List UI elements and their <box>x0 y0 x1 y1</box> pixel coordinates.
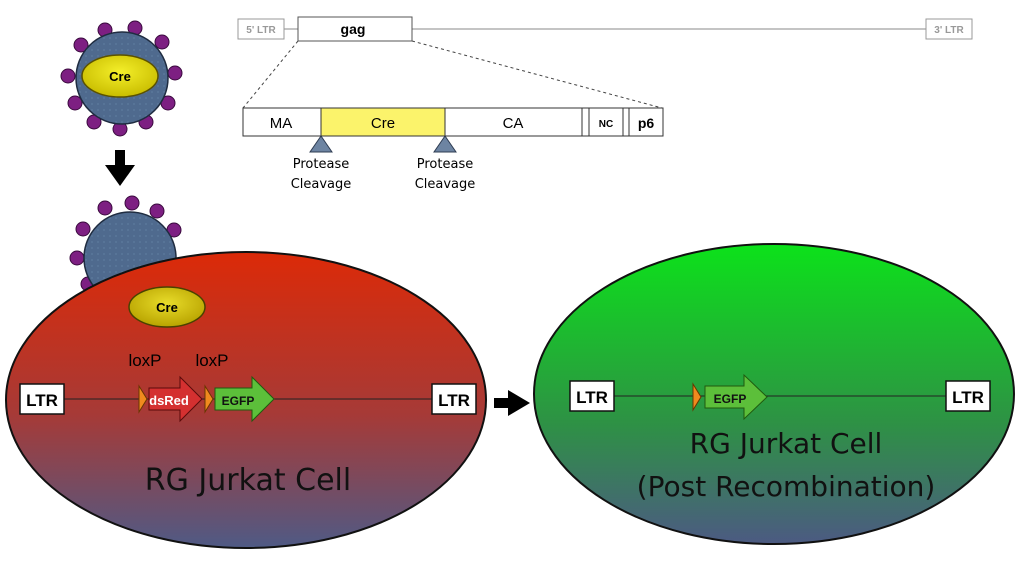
nc-label: NC <box>599 119 613 130</box>
gag-box <box>297 16 413 42</box>
ltr-left-label-a: LTR <box>26 391 58 410</box>
dsred-gene-arrow <box>148 375 203 423</box>
cre-protein-free-label: Cre <box>109 69 131 84</box>
cre-segment <box>320 107 446 137</box>
egfp-gene-arrow-left <box>214 375 275 423</box>
loxp-site-remaining <box>692 382 702 412</box>
ltr3-label: 3' LTR <box>934 25 964 36</box>
cleavage-marker-right <box>433 135 457 153</box>
gag-polyprotein-outline <box>242 107 664 137</box>
ltr5-label: 5' LTR <box>246 25 276 36</box>
virion-free: Cre <box>60 20 183 137</box>
cell-right: LTR LTR EGFP RG Jurkat Cell (Post Recomb… <box>533 243 1015 545</box>
cleavage-right-line2: Cleavage <box>415 177 476 192</box>
ca-label: CA <box>503 115 524 132</box>
cell-right-title-line1: RG Jurkat Cell <box>690 427 883 460</box>
cell-left-title: RG Jurkat Cell <box>145 463 351 498</box>
ltr5-box <box>237 18 285 40</box>
cleavage-left-line2: Cleavage <box>291 177 352 192</box>
ltr-right-box-b <box>945 380 991 412</box>
ltr-left-box-a <box>19 383 65 415</box>
ltr-left-box-b <box>569 380 615 412</box>
loxp-label-2: loxP <box>195 351 228 370</box>
p6-label: p6 <box>638 115 655 131</box>
zoom-line-left <box>242 40 299 109</box>
egfp-label-right: EGFP <box>714 392 747 406</box>
green-jurkat-cell <box>533 243 1015 545</box>
virion-spikes-top <box>60 20 183 137</box>
ltr-right-box-a <box>431 383 477 415</box>
ma-label: MA <box>270 115 293 132</box>
ltr-right-label-a: LTR <box>438 391 470 410</box>
loxp-site-2 <box>204 384 214 414</box>
cre-protein-internal-label: Cre <box>156 300 178 315</box>
cre-protein-internal <box>128 286 206 328</box>
gag-label: gag <box>341 21 366 37</box>
loxp-site-1 <box>138 384 148 414</box>
recombination-arrow <box>494 390 530 416</box>
loxp-label-1: loxP <box>128 351 161 370</box>
cell-right-title-line2: (Post Recombination) <box>637 470 936 503</box>
egfp-label-left: EGFP <box>222 394 255 408</box>
dsred-label: dsRed <box>149 393 189 408</box>
provirus-genome: 5' LTR gag 3' LTR <box>237 16 973 109</box>
ltr3-box <box>925 18 973 40</box>
ltr-right-label-b: LTR <box>952 388 984 407</box>
entry-arrow-down <box>105 150 135 186</box>
cleavage-left-line1: Protease <box>293 157 349 172</box>
zoom-line-right <box>411 40 663 109</box>
egfp-gene-arrow-right <box>704 373 768 421</box>
cleavage-marker-left <box>309 135 333 153</box>
cre-segment-label: Cre <box>371 115 395 132</box>
ltr-left-label-b: LTR <box>576 388 608 407</box>
cleavage-right-line1: Protease <box>417 157 473 172</box>
cell-left: Cre loxP loxP LTR LTR dsRed EGFP RG Jurk… <box>5 251 487 549</box>
gag-polyprotein: MA Cre CA NC p6 Protease Cleavage Protea… <box>242 107 664 192</box>
cre-protein-free <box>81 54 159 98</box>
